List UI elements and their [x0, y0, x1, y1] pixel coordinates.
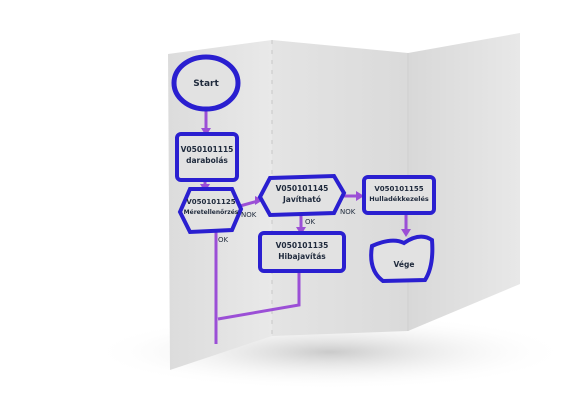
connector-step2-return — [217, 272, 301, 321]
start-node: Start — [171, 54, 241, 112]
start-shape — [171, 54, 241, 112]
edge-label-d1-ok: OK — [218, 236, 229, 244]
step-hulladekkezeles: V050101155 Hulladékkezelés — [362, 175, 436, 215]
edge-label-d2-nok: NOK — [340, 208, 356, 216]
step-hibajavitas: V050101135 Hibajavítás — [258, 231, 346, 273]
step-hibajavitas-code: V050101135 — [276, 241, 329, 250]
end-label: Vége — [394, 260, 415, 269]
decision-javithato-name: Javítható — [282, 195, 321, 204]
step-darabolas-name: darabolás — [186, 156, 228, 165]
edge-label-d1-nok: NOK — [241, 211, 257, 219]
step-hibajavitas-shape — [258, 231, 346, 273]
step-hulladekkezeles-shape — [362, 175, 436, 215]
end-node: Vége — [369, 234, 435, 284]
step-darabolas: V050101115 darabolás — [175, 132, 239, 182]
decision-javithato: V050101145 Javítható — [257, 173, 347, 218]
arrowhead-step3 — [356, 191, 364, 201]
decision-meretellenorzes-name: Méretellenőrzés — [184, 209, 239, 216]
step-hulladekkezeles-name: Hulladékkezelés — [369, 195, 429, 203]
end-shape — [369, 234, 435, 284]
step-hibajavitas-name: Hibajavítás — [278, 252, 326, 261]
paper-panel-right — [408, 33, 520, 331]
decision-javithato-code: V050101145 — [276, 184, 329, 193]
decision-meretellenorzes: V050101125 Méretellenőrzés — [177, 187, 244, 235]
edge-label-d2-ok: OK — [305, 218, 316, 226]
step-darabolas-shape — [175, 132, 239, 182]
decision-meretellenorzes-shape — [177, 187, 244, 235]
decision-meretellenorzes-code: V050101125 — [186, 198, 235, 206]
step-hulladekkezeles-code: V050101155 — [374, 185, 423, 193]
start-label: Start — [193, 79, 219, 89]
arrowhead-end — [401, 229, 411, 237]
arrowhead-decision2 — [255, 196, 263, 205]
decision-javithato-shape — [257, 173, 347, 218]
step-darabolas-code: V050101115 — [181, 145, 234, 154]
